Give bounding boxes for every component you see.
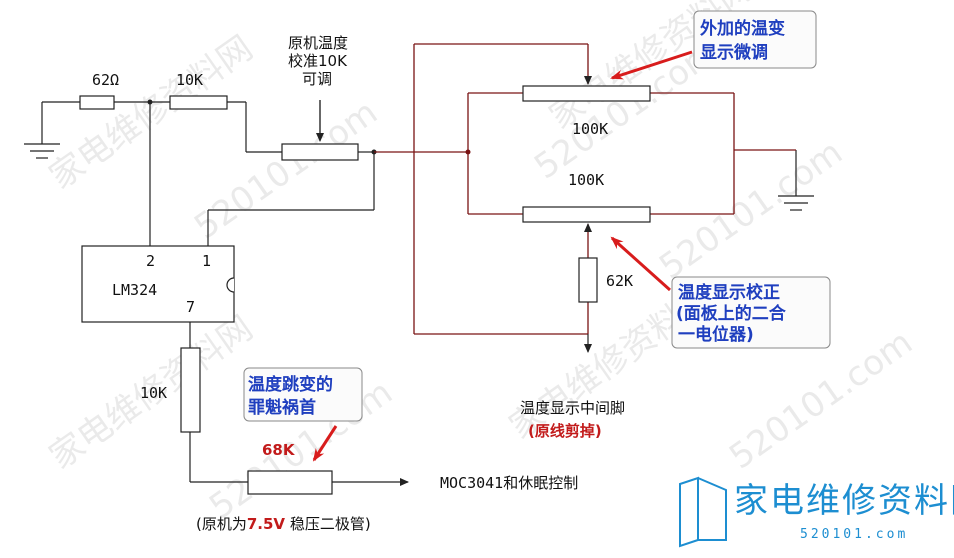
resistor-62-ohm: [79, 95, 115, 110]
label-zener-pre: (原机为: [196, 515, 247, 533]
callout-extra-line1: 外加的温变: [700, 18, 785, 39]
logo-text: 家电维修资料网: [734, 481, 954, 521]
logo-url: 520101.com: [800, 527, 908, 542]
logo-mark-icon: [679, 476, 699, 548]
label-pot-orig-line2: 校准10K: [288, 52, 348, 70]
pot-100k-top: [522, 85, 651, 102]
ground-right: [778, 150, 814, 211]
label-lm324: LM324: [112, 281, 157, 299]
pot-100k-bottom: [522, 206, 651, 223]
label-100k-bottom: 100K: [568, 171, 604, 189]
callout-jump-line2: 罪魁祸首: [248, 397, 316, 418]
watermark-url-3: 520101.com: [652, 132, 850, 287]
label-mid-pin-note: (原线剪掉): [528, 422, 602, 440]
resistor-10k-top: [169, 95, 228, 110]
label-68k: 68K: [262, 441, 296, 459]
callout-extra-arrow: [610, 50, 693, 80]
label-zener-post: 稳压二极管): [285, 515, 371, 533]
callout-calib-line1: 温度显示校正: [678, 282, 780, 303]
label-zener-note: (原机为7.5V 稳压二极管): [196, 515, 371, 533]
callout-calib-line2: (面板上的二合: [676, 303, 787, 324]
ground-left: [24, 102, 60, 159]
label-zener-voltage: 7.5V: [247, 515, 286, 533]
label-pin1: 1: [202, 252, 211, 270]
label-mid-pin: 温度显示中间脚: [520, 399, 625, 417]
label-pot-orig-line3: 可调: [302, 70, 332, 88]
wires-left: [42, 99, 377, 483]
site-logo: 家电维修资料网 520101.com: [679, 476, 954, 548]
label-pin2: 2: [146, 252, 155, 270]
lm324-chip: [81, 245, 235, 323]
label-moc: MOC3041和休眠控制: [440, 474, 578, 492]
watermark-url-1: 520101.com: [187, 92, 385, 247]
label-62-ohm: 62Ω: [92, 71, 119, 89]
callout-calib-arrow: [610, 236, 672, 292]
callout-extra-line2: 显示微调: [700, 42, 768, 63]
callout-jump-line1: 温度跳变的: [248, 374, 333, 395]
label-62k: 62K: [606, 272, 633, 290]
callout-calibration: 温度显示校正 (面板上的二合 一电位器): [671, 276, 831, 349]
resistor-68k: [247, 470, 333, 495]
pot-10k-original: [281, 143, 359, 161]
label-100k-top: 100K: [572, 120, 608, 138]
resistor-62k: [578, 257, 598, 303]
watermark-site-1: 家电维修资料网: [42, 28, 260, 197]
label-pin7: 7: [186, 298, 195, 316]
callout-jump-arrow: [312, 425, 338, 462]
wires-right: [374, 43, 796, 335]
resistor-10k-bottom: [180, 347, 201, 433]
callout-extra-pot: 外加的温变 显示微调: [693, 10, 817, 69]
label-10k-bottom: 10K: [140, 384, 167, 402]
callout-calib-line3: 一电位器): [678, 324, 754, 345]
label-10k-top: 10K: [176, 71, 203, 89]
callout-jump-culprit: 温度跳变的 罪魁祸首: [243, 367, 363, 422]
label-pot-orig-line1: 原机温度: [288, 34, 348, 52]
